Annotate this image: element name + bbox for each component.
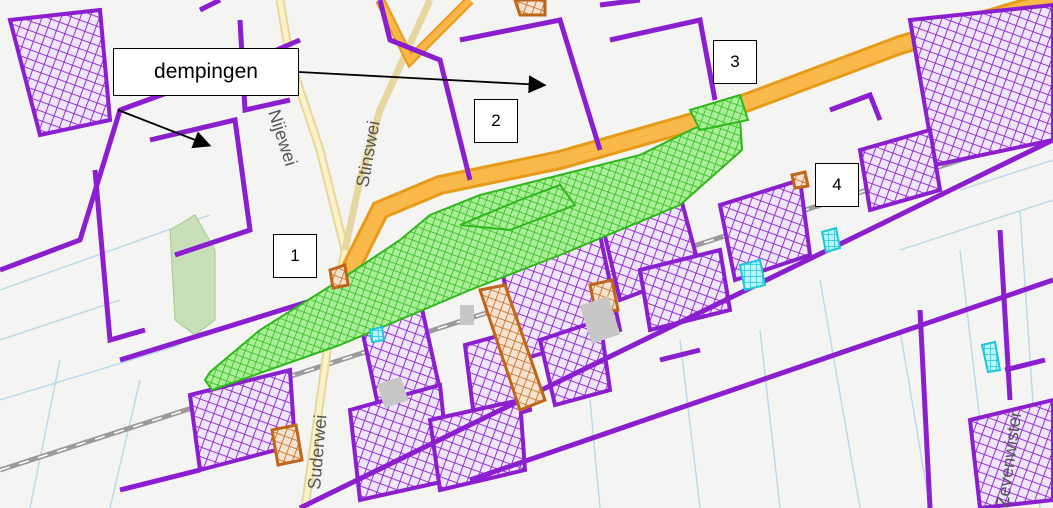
cyan-parcels xyxy=(368,226,1002,374)
highway xyxy=(331,0,1053,295)
legend-arrows xyxy=(117,71,547,149)
marker-1: 1 xyxy=(273,234,317,278)
buildings xyxy=(376,296,621,409)
dempingen-areas xyxy=(203,93,750,392)
marker-4: 4 xyxy=(815,163,859,207)
marker-3: 3 xyxy=(713,40,757,84)
marker-2: 2 xyxy=(474,99,518,143)
dempingen-label: dempingen xyxy=(113,48,299,96)
brown-parcels xyxy=(270,0,810,467)
